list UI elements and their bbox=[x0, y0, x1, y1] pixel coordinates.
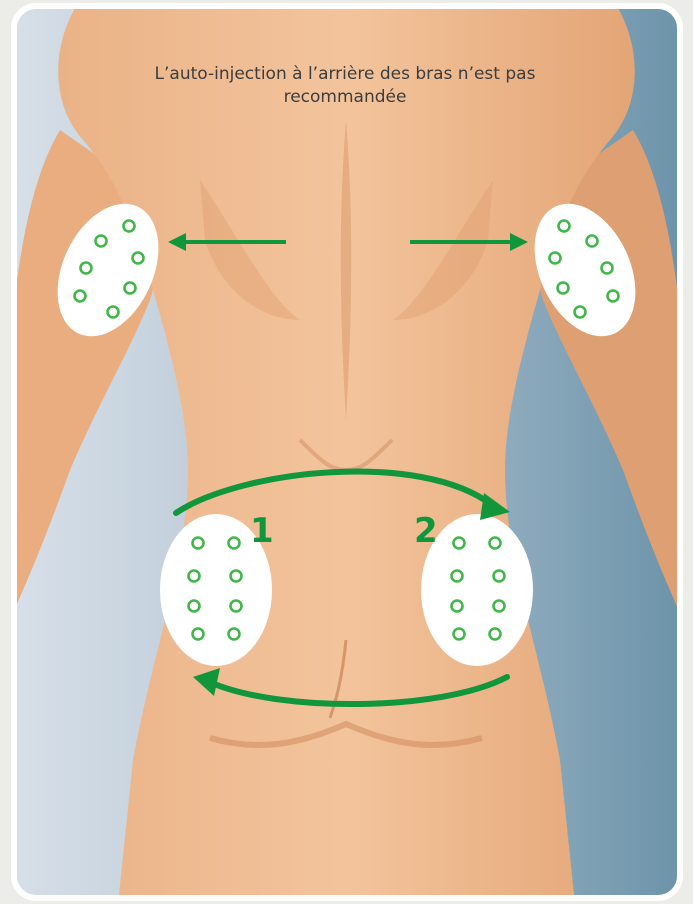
injection-site-dot bbox=[189, 601, 200, 612]
injection-site-dot bbox=[494, 571, 505, 582]
injection-site-dot bbox=[608, 291, 619, 302]
injection-site-dot bbox=[193, 538, 204, 549]
injection-site-dot bbox=[96, 236, 107, 247]
injection-site-dot bbox=[81, 263, 92, 274]
zone-number-1: 1 bbox=[250, 514, 274, 548]
injection-site-dot bbox=[454, 538, 465, 549]
injection-site-dot bbox=[452, 571, 463, 582]
warning-caption: L’auto-injection à l’arrière des bras n’… bbox=[120, 63, 570, 109]
injection-site-dot bbox=[494, 601, 505, 612]
injection-site-dot bbox=[454, 629, 465, 640]
injection-site-dot bbox=[452, 601, 463, 612]
injection-site-dot bbox=[575, 307, 586, 318]
injection-site-dot bbox=[490, 629, 501, 640]
injection-site-dot bbox=[550, 253, 561, 264]
injection-site-dot bbox=[231, 571, 242, 582]
injection-zone-2 bbox=[421, 514, 533, 666]
injection-site-dot bbox=[193, 629, 204, 640]
injection-site-dot bbox=[229, 538, 240, 549]
injection-site-dot bbox=[229, 629, 240, 640]
injection-site-dot bbox=[108, 307, 119, 318]
injection-site-dot bbox=[124, 221, 135, 232]
injection-site-dot bbox=[75, 291, 86, 302]
injection-site-dot bbox=[490, 538, 501, 549]
injection-site-dot bbox=[189, 571, 200, 582]
injection-site-dot bbox=[231, 601, 242, 612]
injection-site-dot bbox=[587, 236, 598, 247]
injection-site-dot bbox=[558, 283, 569, 294]
injection-site-dot bbox=[559, 221, 570, 232]
injection-site-dot bbox=[133, 253, 144, 264]
injection-site-dot bbox=[602, 263, 613, 274]
zone-number-2: 2 bbox=[414, 514, 438, 548]
injection-site-dot bbox=[125, 283, 136, 294]
